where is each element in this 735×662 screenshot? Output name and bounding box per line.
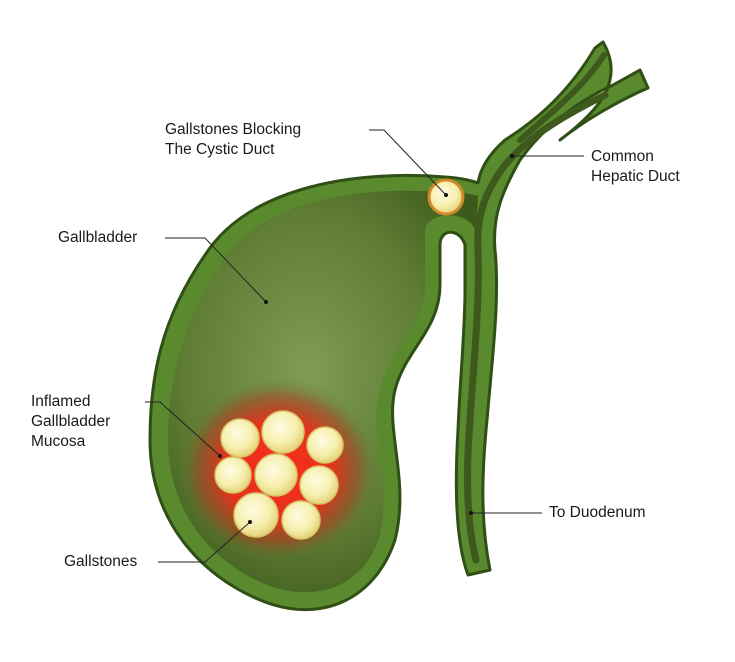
leader-line-gallstones (158, 521, 251, 563)
duct-lumen (464, 91, 609, 564)
label-mucosa-line1: Inflamed (31, 393, 91, 410)
gallstones-cluster (214, 410, 344, 540)
leader-line-mucosa (145, 401, 221, 457)
leader-line-blocking (369, 129, 447, 196)
gallstone (220, 418, 260, 458)
label-gallstones-blocking: Gallstones Blocking The Cystic Duct (165, 120, 301, 160)
leader-line-gallbladder (165, 237, 267, 303)
label-blocking-line2: The Cystic Duct (165, 141, 275, 158)
label-hepatic-line2: Hepatic Duct (591, 168, 680, 185)
label-gallbladder-text: Gallbladder (58, 229, 138, 246)
label-gallbladder: Gallbladder (58, 228, 137, 248)
gallstone (261, 410, 305, 454)
gallstone (254, 453, 298, 497)
label-gallstones: Gallstones (64, 552, 137, 572)
label-inflamed-mucosa: Inflamed Gallbladder Mucosa (31, 392, 110, 452)
gallstone (281, 500, 321, 540)
label-to-duodenum: To Duodenum (549, 503, 646, 523)
label-mucosa-line3: Mucosa (31, 433, 86, 450)
label-duodenum-text: To Duodenum (549, 504, 646, 521)
label-hepatic-line1: Common (591, 148, 654, 165)
leader-dots (218, 154, 514, 524)
label-blocking-line1: Gallstones Blocking (165, 121, 302, 138)
duct-branch-lumen (517, 52, 607, 143)
gallstone (306, 426, 344, 464)
label-mucosa-line2: Gallbladder (31, 413, 111, 430)
label-common-hepatic-duct: Common Hepatic Duct (591, 147, 680, 187)
gallstone (299, 465, 339, 505)
leader-lines (145, 129, 584, 563)
label-gallstones-text: Gallstones (64, 553, 138, 570)
gallstone (214, 456, 252, 494)
